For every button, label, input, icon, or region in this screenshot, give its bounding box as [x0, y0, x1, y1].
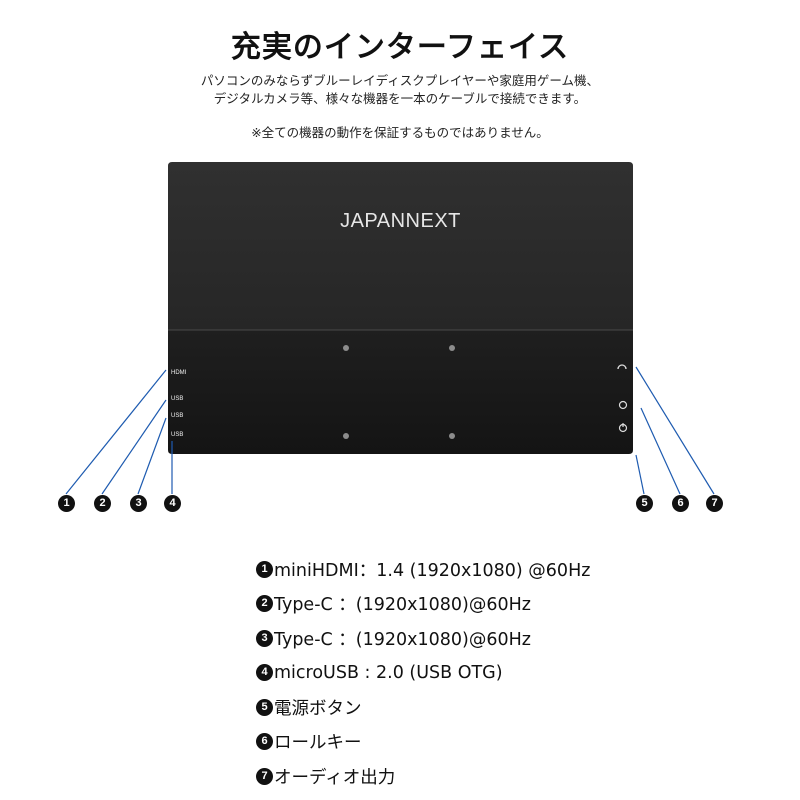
monitor-back-image: JAPANNEXT HDMI USB USB USB	[168, 162, 633, 454]
spec-number: 6	[256, 733, 273, 751]
callout-badge-5: 5	[636, 495, 653, 512]
spec-text: microUSB : 2.0 (USB OTG)	[274, 662, 503, 683]
spec-row: 2 Type-C ：(1920x1080)@60Hz	[256, 587, 776, 622]
spec-text: Type-C ：(1920x1080)@60Hz	[274, 595, 531, 616]
screw-icon	[343, 433, 349, 439]
spec-text: 電源ボタン	[274, 698, 362, 719]
port-label-typec-2: USB	[171, 413, 184, 419]
callout-badge-6: 6	[672, 495, 689, 512]
scroll-key-icon	[618, 400, 628, 410]
description-line-1: パソコンのみならずブルーレイディスクプレイヤーや家庭用ゲーム機、	[200, 73, 600, 88]
callout-badge-3: 3	[130, 495, 147, 512]
callout-badge-4: 4	[164, 495, 181, 512]
port-label-hdmi: HDMI	[171, 370, 187, 376]
spec-number: 4	[256, 664, 273, 682]
disclaimer-note: ※全ての機器の動作を保証するものではありません。	[251, 125, 549, 140]
spec-row: 6 ロールキー	[256, 725, 776, 760]
brand-logo: JAPANNEXT	[340, 210, 461, 232]
port-label-typec-1: USB	[171, 396, 184, 402]
spec-row: 5 電源ボタン	[256, 690, 776, 725]
headphone-icon	[617, 364, 627, 370]
screw-icon	[343, 345, 349, 351]
spec-number: 2	[256, 595, 273, 613]
page-title: 充実のインターフェイス	[230, 30, 570, 65]
callout-badge-2: 2	[94, 495, 111, 512]
spec-row: 4 microUSB : 2.0 (USB OTG)	[256, 656, 776, 691]
spec-number: 3	[256, 629, 273, 647]
spec-list: 1 miniHDMI：1.4 (1920x1080) @60Hz 2 Type-…	[256, 552, 776, 794]
spec-row: 7 オーディオ出力	[256, 759, 776, 794]
spec-row: 3 Type-C ：(1920x1080)@60Hz	[256, 621, 776, 656]
description-line-2: デジタルカメラ等、様々な機器を一本のケーブルで接続できます。	[213, 91, 587, 106]
spec-number: 1	[256, 560, 273, 578]
screw-icon	[449, 433, 455, 439]
port-label-microusb: USB	[171, 432, 184, 438]
spec-text: Type-C ：(1920x1080)@60Hz	[274, 629, 531, 650]
spec-number: 7	[256, 767, 273, 785]
callout-badge-1: 1	[58, 495, 75, 512]
screw-icon	[449, 345, 455, 351]
spec-row: 1 miniHDMI：1.4 (1920x1080) @60Hz	[256, 552, 776, 587]
spec-text: miniHDMI：1.4 (1920x1080) @60Hz	[274, 560, 591, 581]
callout-badge-7: 7	[706, 495, 723, 512]
spec-text: ロールキー	[274, 733, 362, 754]
spec-text: オーディオ出力	[274, 767, 396, 788]
monitor-body-shape	[168, 162, 633, 454]
spec-number: 5	[256, 698, 273, 716]
